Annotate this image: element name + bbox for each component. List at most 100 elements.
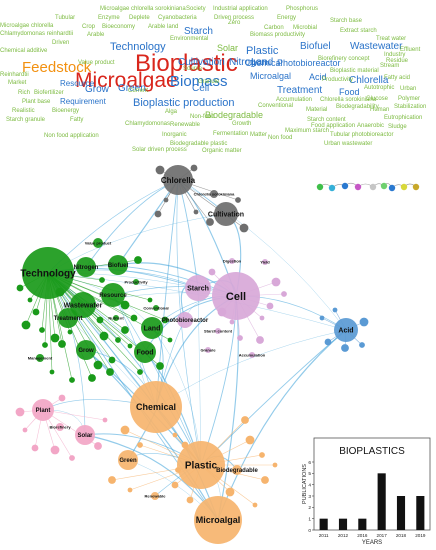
word-cloud-term: Industrial application	[213, 6, 268, 12]
word-cloud-term: Solar driven process	[132, 147, 187, 153]
network-node-grow	[76, 340, 96, 360]
network-node-label: Nitrogen	[74, 265, 99, 271]
chart-y-tick-label: 0	[308, 528, 311, 534]
chart-bar	[396, 496, 406, 530]
network-node-minor	[400, 183, 408, 191]
network-node-minor	[241, 416, 249, 424]
network-node-minor	[120, 425, 130, 435]
network-edge	[117, 179, 179, 266]
chart-frame	[313, 437, 431, 531]
network-node-minor	[380, 182, 388, 190]
word-cloud-term: Zero	[228, 20, 241, 26]
word-cloud-term: Material	[306, 107, 328, 113]
network-node-minor	[69, 377, 75, 383]
word-cloud-term: Biodegradability	[336, 104, 379, 110]
network-node-label: Plant	[36, 408, 51, 414]
word-cloud-term: Food	[339, 87, 360, 97]
word-cloud-term: Chemical	[245, 58, 283, 68]
network-edge	[112, 294, 202, 466]
network-node-minor	[58, 340, 66, 348]
network-node-cultivation	[214, 202, 238, 226]
word-cloud-term: Requirement	[60, 97, 106, 106]
word-cloud-term: Chlamydomonas	[125, 121, 171, 127]
chart-x-tick-label: 2012	[338, 533, 349, 538]
word-cloud-term: Biofertilizer	[34, 90, 64, 96]
word-cloud-term: Starch granule	[6, 117, 46, 123]
network-node-minor	[225, 487, 235, 497]
network-node-minor	[163, 197, 169, 203]
word-cloud-term: Starch	[184, 26, 213, 37]
word-cloud-term: Fatty	[70, 117, 84, 123]
word-cloud-term: Starch base	[330, 18, 363, 24]
word-cloud-term: Autotrophic	[364, 85, 395, 91]
network-node-value-product	[93, 238, 103, 248]
network-node-label: Grow	[78, 348, 94, 354]
word-cloud-term: Residue	[386, 58, 409, 64]
network-node-minor	[190, 164, 198, 172]
network-node-minor	[359, 342, 365, 348]
word-cloud-term: Non food	[268, 135, 293, 141]
word-cloud-term: Market	[8, 80, 27, 86]
network-node-label: Nutrient	[108, 315, 124, 320]
network-node-minor	[67, 329, 73, 335]
network-edge	[85, 179, 179, 268]
network-node-minor	[50, 333, 60, 343]
network-node-label: Photobioreactor	[162, 318, 209, 324]
word-cloud-term: Glucose	[366, 96, 389, 102]
network-node-label: Green	[119, 458, 137, 464]
word-cloud-term: Nitrogen	[229, 57, 267, 68]
word-cloud-term: Environmental	[170, 36, 209, 42]
network-node-label: Value product	[85, 240, 112, 245]
network-node-label: Accumulation	[239, 352, 266, 357]
network-node-minor	[272, 462, 278, 468]
word-cloud-term: Effluent	[400, 47, 421, 53]
network-node-cell	[212, 272, 260, 320]
network-node-minor	[359, 317, 369, 327]
network-node-label: Yield	[260, 259, 270, 264]
word-cloud-term: Bioplastic	[135, 50, 238, 77]
network-node-minor	[93, 360, 103, 370]
word-cloud-term: Chlamydomonas reinhardtii	[0, 31, 74, 37]
chart-x-tick-label: 2017	[377, 533, 388, 538]
word-cloud-term: Value product	[78, 60, 115, 66]
word-cloud-term: Solar	[217, 43, 239, 53]
word-cloud-term: Biorefinery concept	[318, 56, 370, 62]
network-node-minor	[412, 183, 420, 191]
word-cloud-term: Bioplastic material	[330, 68, 379, 74]
network-node-minor	[121, 326, 129, 334]
word-cloud-term: Cyanobacteria	[158, 15, 197, 21]
word-cloud-term: Urban wastewater	[324, 141, 373, 147]
word-cloud-term: Crop	[82, 24, 96, 30]
word-cloud-term: Chemical additive	[0, 48, 48, 54]
network-node-minor	[239, 223, 249, 233]
word-cloud-term: Urban	[400, 86, 417, 92]
chart-x-tick-label: 2011	[319, 533, 329, 538]
network-node-minor	[261, 476, 269, 484]
chart-x-tick-label: 2018	[396, 533, 407, 538]
chart-x-label: YEARS	[362, 540, 382, 546]
network-node-minor	[99, 331, 109, 341]
network-node-minor	[208, 268, 216, 276]
network-node-minor	[354, 183, 362, 191]
network-node-digestion	[229, 258, 235, 264]
network-node-label: Technology	[20, 269, 76, 280]
word-cloud-term: Phosphorus	[286, 6, 319, 12]
chart-y-label: PUBLICATIONS	[302, 464, 308, 504]
network-node-label: Biofuel	[108, 263, 129, 269]
network-node-land	[141, 317, 163, 339]
network-node-minor	[16, 284, 24, 292]
network-node-minor	[161, 316, 169, 324]
network-node-minor	[130, 314, 138, 322]
network-node-label: Management	[28, 355, 53, 360]
network-node-minor	[102, 417, 108, 423]
network-node-acid	[334, 318, 358, 342]
network-node-minor	[154, 210, 162, 218]
network-node-minor	[99, 277, 105, 283]
network-node-minor	[206, 218, 214, 226]
word-cloud-term: Non food application	[44, 133, 99, 139]
word-cloud-term: Stream	[380, 63, 400, 69]
word-cloud-term: Plastic	[246, 45, 279, 57]
word-cloud-term: Industry	[384, 52, 406, 58]
